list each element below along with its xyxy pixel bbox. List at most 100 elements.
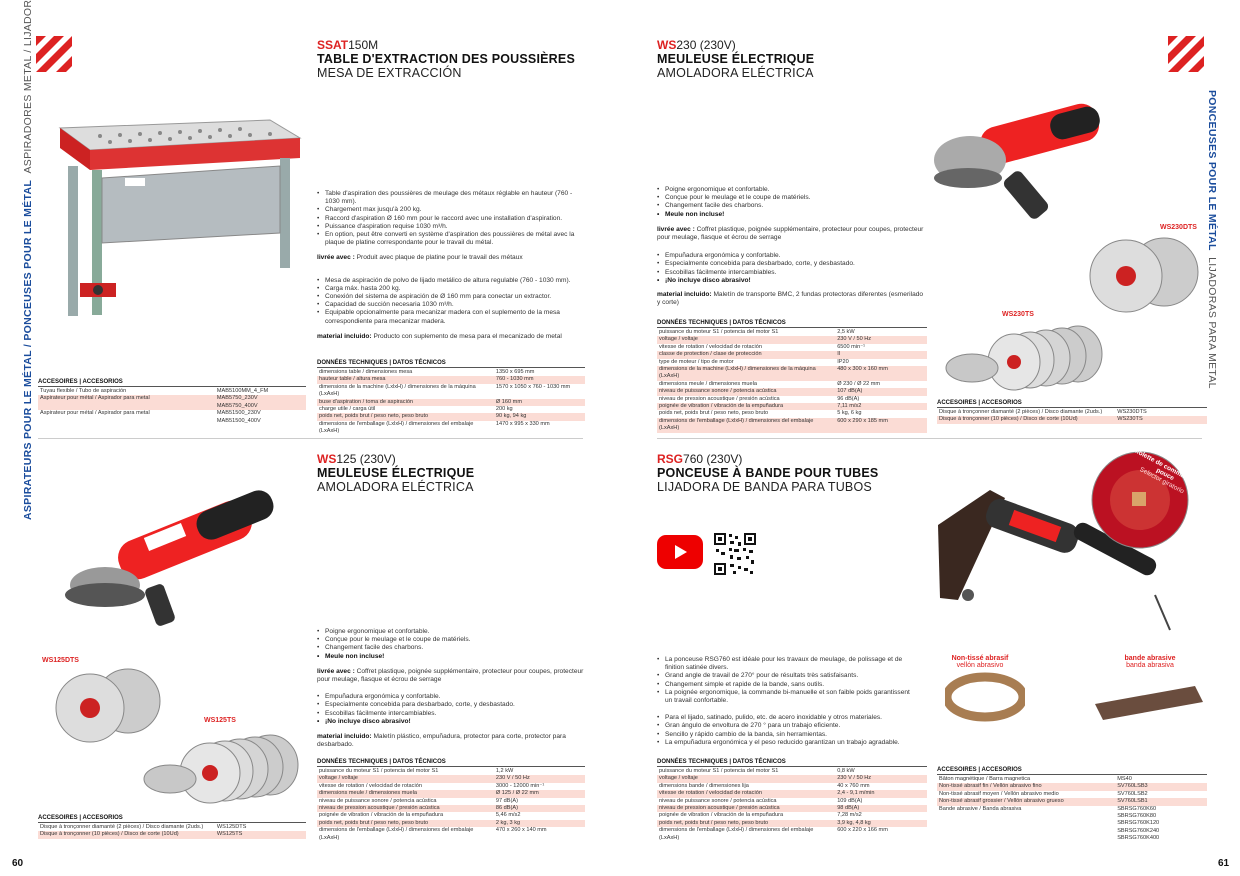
ssat-description: Table d'aspiration des poussières de meu…: [317, 190, 585, 341]
tech-row: vitesse de rotation / velocidad de rotac…: [317, 783, 585, 790]
table-cell-value: 109 dB(A): [837, 797, 863, 804]
tech-row: dimensions de la machine (LxlxH) / dimen…: [317, 384, 585, 399]
table-cell-label: niveau de pression acoustique / presión …: [659, 395, 780, 402]
abrasive-band-image: [1095, 686, 1203, 720]
table-cell-label: voltage / voltaje: [657, 336, 836, 344]
table-cell-value: WS230TS: [1115, 416, 1207, 424]
table-cell-value: 1570 x 1050 x 760 - 1030 mm: [495, 383, 571, 390]
table-cell-label: poignée de vibration / vibración de la e…: [319, 812, 444, 819]
table-cell-value: 760 - 1030 mm: [493, 376, 585, 384]
tech-row: poids net, poids brut / peso neto, peso …: [657, 410, 927, 417]
table-cell-value: Ø 160 mm: [493, 398, 585, 407]
table-cell-value: WS125TS: [214, 831, 306, 839]
table-cell-label: Disque à tronçonner diamanté (2 pièces) …: [939, 409, 1103, 415]
table-cell-label: dimensions bande / dimensiones lija: [659, 782, 749, 789]
table-cell-label: vitesse de rotation / velocidad de rotac…: [657, 790, 836, 798]
tech-row: poids net, poids brut / peso neto, peso …: [317, 413, 585, 421]
extraction-table-image: [58, 119, 302, 316]
table-cell-value: 6500 min⁻¹: [837, 343, 866, 350]
table-cell-label: niveau de puissance sonore / potencia ac…: [319, 797, 437, 804]
accessory-row: Non-tissé abrasif fin / Vellón abrasivo …: [937, 783, 1207, 791]
ws230-accessories: ACCESOIRES | ACCESORIOS Disque à tronçon…: [937, 400, 1207, 424]
table-cell-label: Disque à tronçonner (10 pièces) / Disco …: [937, 416, 1116, 424]
table-cell-label: Non-tissé abrasif fin / Vellón abrasivo …: [937, 783, 1116, 791]
table-cell-label: Aspirateur pour métal / Aspirador para m…: [38, 395, 215, 411]
table-cell-label: type de moteur / tipo de motor: [659, 358, 734, 365]
table-cell-label: vitesse de rotation / velocidad de rotac…: [319, 782, 422, 789]
table-cell-label: puissance du moteur S1 / potencia del mo…: [659, 329, 779, 335]
table-cell-value: 5 kg, 6 kg: [837, 410, 862, 417]
table-cell-label: Aspirateur pour métal / Aspirador para m…: [40, 410, 150, 417]
rsg-tech-table: DONNÉES TECHNIQUES | DATOS TÉCNICOS puis…: [657, 759, 927, 842]
table-cell-label: niveau de puissance sonore / potencia ac…: [659, 797, 777, 804]
fleece-band-image: [945, 672, 1025, 722]
tech-row: dimensions de l'emballage (LxlxH) / dime…: [657, 417, 927, 433]
table-cell-value: 5,46 m/s2: [495, 812, 521, 819]
tech-row: dimensions de l'emballage (LxlxH) / dime…: [657, 827, 927, 842]
accessory-row: Disque à tronçonner (10 pièces) / Disco …: [937, 416, 1207, 424]
table-cell-value: 107 dB(A): [835, 388, 927, 396]
youtube-icon[interactable]: [657, 535, 703, 569]
accessory-row: Bâton magnétique / Barra magnetica MS40: [937, 776, 1207, 783]
table-cell-label: dimensions meule / dimensiones muela: [659, 380, 757, 387]
table-cell-label: hauteur table / altura mesa: [317, 376, 494, 384]
accessory-row: Disque à tronçonner (10 pièces) / Disco …: [38, 831, 306, 839]
ws230dts-label: WS230DTS: [1160, 224, 1197, 231]
table-cell-label: dimensions de la machine (LxlxH) / dimen…: [319, 383, 476, 398]
ws230-description: Poigne ergonomique et confortable. Conçu…: [657, 186, 927, 307]
table-cell-label: puissance du moteur S1 / potencia del mo…: [319, 768, 439, 774]
table-cell-label: voltage / voltaje: [657, 775, 836, 783]
table-cell-label: dimensions de la machine (LxlxH) / dimen…: [657, 366, 836, 381]
rsg-sander-image: [938, 490, 1171, 631]
table-cell-value: 230 V / 50 Hz: [493, 775, 585, 783]
table-cell-label: vitesse de rotation / velocidad de rotac…: [659, 343, 762, 350]
table-cell-label: Disque à tronçonner (10 pièces) / Disco …: [38, 831, 215, 839]
ws230-header: WS230 (230V) MEULEUSE ÉLECTRIQUE AMOLADO…: [657, 38, 815, 80]
table-cell-value: 3,9 kg, 4,8 kg: [835, 819, 927, 828]
table-cell-label: dimensions de l'emballage (LxlxH) / dime…: [659, 827, 814, 841]
tech-row: poids net, poids brut / peso neto, peso …: [657, 819, 927, 828]
tech-row: vitesse de rotation / velocidad de rotac…: [657, 344, 927, 351]
table-cell-label: dimensions de l'emballage (LxlxH) / dime…: [657, 417, 836, 433]
table-cell-value: 86 dB(A): [493, 805, 585, 813]
table-cell-label: buse d'aspiration / toma de aspiración: [317, 398, 494, 407]
tech-row: niveau de pression acoustique / presión …: [657, 396, 927, 403]
table-cell-label: Non-tissé abrasif moyen / Vellón abrasiv…: [939, 790, 1059, 797]
table-cell-value: 97 dB(A): [495, 797, 518, 804]
table-cell-label: Bâton magnétique / Barra magnetica: [939, 776, 1031, 782]
brand-logo-icon: [36, 36, 72, 72]
ws125-description: Poigne ergonomique et confortable. Conçu…: [317, 628, 585, 749]
ws125-accessories: ACCESOIRES | ACCESORIOS Disque à tronçon…: [38, 815, 306, 839]
table-cell-value: MS40: [1117, 776, 1132, 782]
table-cell-label: classe de protection / clase de protecci…: [657, 351, 836, 359]
table-cell-value: 1350 x 695 mm: [495, 369, 535, 375]
accessory-row: Aspirateur pour métal / Aspirador para m…: [38, 410, 306, 425]
tech-row: dimensions de l'emballage (LxlxH) / dime…: [317, 421, 585, 436]
qr-code-icon[interactable]: [713, 532, 757, 576]
table-cell-value: Ø 230 / Ø 22 mm: [837, 380, 881, 387]
tech-row: vitesse de rotation / velocidad de rotac…: [657, 790, 927, 798]
tech-row: niveau de pression acoustique / presión …: [317, 805, 585, 813]
tech-row: poids net, poids brut / peso neto, peso …: [317, 819, 585, 828]
ws125ts-label: WS125TS: [204, 717, 236, 724]
table-cell-label: poids net, poids brut / peso neto, peso …: [317, 413, 494, 421]
table-cell-value: SV760LSB1: [1115, 798, 1207, 806]
ws125-tech-table: DONNÉES TECHNIQUES | DATOS TÉCNICOS puis…: [317, 759, 585, 842]
table-cell-value: 2,4 - 9,1 m/min: [835, 790, 927, 798]
ssat-tech-table: DONNÉES TECHNIQUES | DATOS TÉCNICOS dime…: [317, 360, 585, 436]
table-cell-label: puissance du moteur S1 / potencia del mo…: [659, 768, 779, 774]
table-cell-label: dimensions meule / dimensiones muela: [317, 790, 494, 798]
table-cell-value: WS125DTS: [216, 824, 247, 830]
